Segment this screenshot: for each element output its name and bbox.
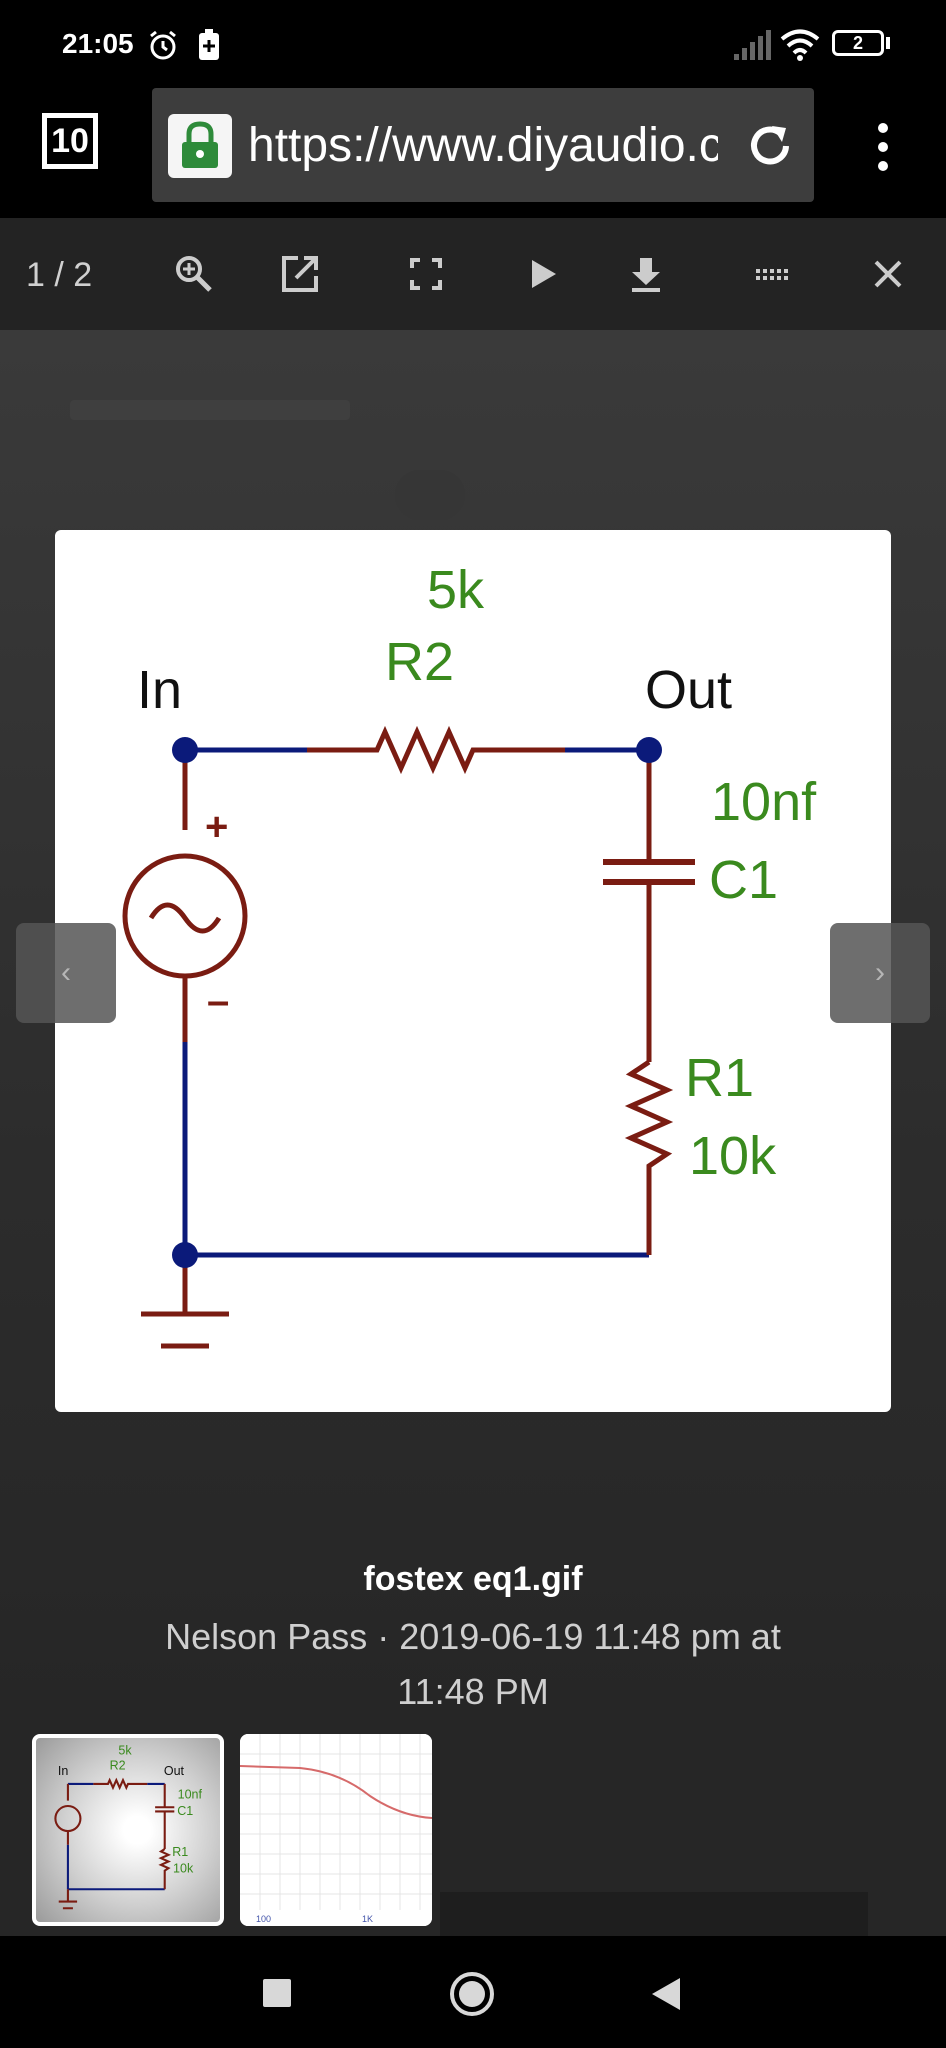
thumb-in: In: [58, 1764, 68, 1778]
r1-name-label: R1: [685, 1048, 754, 1108]
ground-symbol: [141, 1255, 229, 1349]
chevron-left-icon: ‹: [61, 956, 71, 989]
close-icon[interactable]: [866, 252, 910, 296]
minus-label: –: [207, 979, 229, 1023]
zoom-in-icon[interactable]: [172, 252, 216, 296]
thumb-r1-name: R1: [172, 1845, 188, 1859]
lightbox-toolbar: [0, 218, 946, 330]
c1-capacitor: [603, 859, 695, 885]
c1-name-label: C1: [709, 850, 778, 910]
thumbnail-schematic: 5k R2 In Out 10nf C1 R1 10k: [54, 1743, 203, 1910]
plus-label: +: [205, 805, 228, 849]
thumb-out: Out: [164, 1764, 185, 1778]
r2-resistor: [307, 725, 565, 775]
signal-icon: [734, 30, 771, 60]
status-time: 21:05: [62, 28, 134, 59]
site-security-button[interactable]: [168, 114, 232, 178]
chevron-right-icon: ›: [875, 956, 885, 989]
r2-name-label: R2: [385, 632, 454, 692]
r2-value-label: 5k: [427, 560, 485, 620]
next-image-button[interactable]: ›: [830, 923, 930, 1023]
url-bar[interactable]: https://www.diyaudio.c: [152, 88, 814, 202]
tab-switcher-button[interactable]: 10: [42, 113, 98, 169]
more-menu-icon[interactable]: [868, 122, 898, 172]
circuit-schematic: 5k R2 In Out 10nf C1 R1 10k + –: [122, 560, 817, 1349]
image-caption: fostex eq1.gif Nelson Pass · 2019-06-19 …: [0, 1560, 946, 1719]
thumb-r2-value: 5k: [118, 1743, 132, 1757]
thumb-c1-value: 10nf: [178, 1787, 203, 1801]
battery-tip: [886, 37, 890, 49]
wifi-icon: [780, 29, 820, 61]
fullscreen-icon[interactable]: [404, 252, 448, 296]
home-icon[interactable]: [448, 1970, 496, 2018]
thumbnail-2[interactable]: 100 1K: [240, 1734, 432, 1926]
image-counter: 1 / 2: [26, 256, 93, 294]
backdrop-page-avatar: [395, 470, 465, 520]
recents-icon[interactable]: [262, 1978, 292, 2008]
lightbox-image[interactable]: 5k R2 In Out 10nf C1 R1 10k + –: [55, 530, 891, 1412]
open-external-icon[interactable]: [278, 252, 322, 296]
thumbnail-strip-empty: [440, 1892, 868, 1936]
out-label: Out: [645, 660, 732, 720]
lock-icon: [182, 121, 218, 168]
play-icon[interactable]: [520, 252, 564, 296]
thumbnail-graph: 100 1K: [240, 1734, 432, 1926]
alarm-icon: [150, 30, 176, 60]
reload-icon[interactable]: [742, 118, 798, 174]
battery-saver-icon: [199, 29, 219, 60]
graph-tick-100: 100: [256, 1914, 271, 1924]
tab-count: 10: [51, 121, 89, 160]
in-label: In: [137, 660, 182, 720]
thumb-c1-name: C1: [177, 1804, 193, 1818]
thumbnail-1[interactable]: 5k R2 In Out 10nf C1 R1 10k: [32, 1734, 224, 1926]
backdrop-page-text: [70, 400, 350, 420]
thumb-r2-name: R2: [110, 1758, 126, 1772]
r1-resistor: [624, 1059, 674, 1255]
battery-icon: 2: [832, 30, 884, 56]
r1-value-label: 10k: [689, 1126, 777, 1186]
graph-tick-1k: 1K: [362, 1914, 373, 1924]
thumb-r1-value: 10k: [173, 1861, 194, 1875]
graph-curve: [240, 1765, 432, 1819]
caption-title: fostex eq1.gif: [363, 1560, 583, 1598]
prev-image-button[interactable]: ‹: [16, 923, 116, 1023]
thumbnails-icon[interactable]: [752, 252, 796, 296]
url-text[interactable]: https://www.diyaudio.c: [248, 119, 718, 172]
back-icon[interactable]: [650, 1976, 682, 2012]
caption-meta: Nelson Pass · 2019-06-19 11:48 pm at 11:…: [165, 1616, 781, 1712]
battery-level: 2: [852, 32, 863, 53]
download-icon[interactable]: [624, 252, 668, 296]
c1-value-label: 10nf: [711, 772, 817, 832]
